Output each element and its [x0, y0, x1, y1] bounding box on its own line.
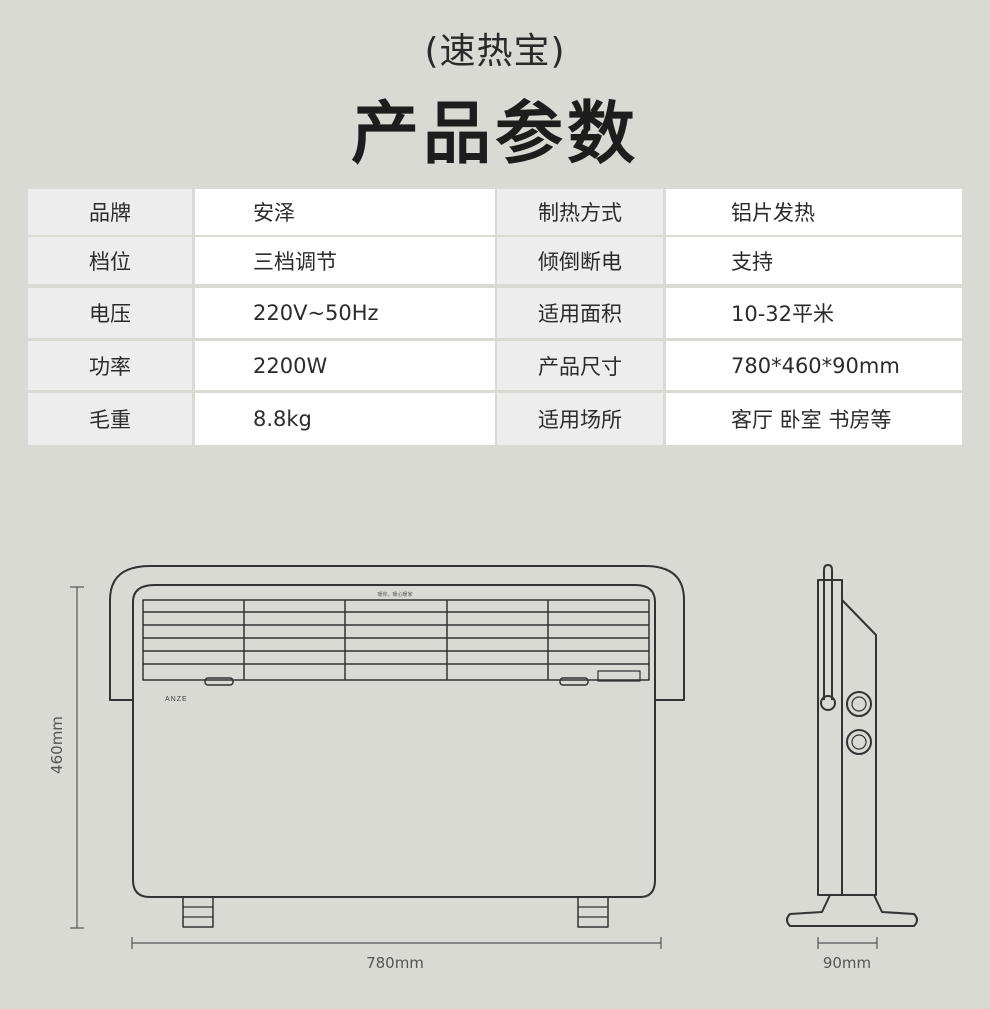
- spec-label: 适用场所: [497, 393, 663, 445]
- spec-label: 适用面积: [497, 288, 663, 338]
- spec-table: 品牌 安泽 制热方式 铝片发热 档位 三档调节 倾倒断电 支持 电压 220V~…: [28, 189, 962, 445]
- spec-value: 铝片发热: [666, 189, 962, 235]
- depth-label: 90mm: [823, 954, 871, 972]
- spec-value: 780*460*90mm: [666, 341, 962, 390]
- heater-body: [132, 620, 656, 898]
- heater-handle: [109, 565, 685, 701]
- spec-row: 毛重 8.8kg 适用场所 客厅 卧室 书房等: [28, 393, 962, 445]
- spec-label: 品牌: [28, 189, 192, 235]
- height-label: 460mm: [48, 716, 66, 774]
- spec-value: 安泽: [195, 189, 495, 235]
- spec-row: 档位 三档调节 倾倒断电 支持: [28, 237, 962, 284]
- control-knob-bottom: [846, 729, 872, 755]
- spec-label: 产品尺寸: [497, 341, 663, 390]
- spec-value: 10-32平米: [666, 288, 962, 338]
- width-label: 780mm: [366, 954, 424, 972]
- spec-label: 制热方式: [497, 189, 663, 235]
- panel-text: 暖你，暖心暖家: [377, 591, 412, 598]
- spec-row: 品牌 安泽 制热方式 铝片发热: [28, 189, 962, 235]
- page-title: 产品参数: [350, 95, 639, 174]
- spec-value: 三档调节: [195, 237, 495, 284]
- spec-value: 220V~50Hz: [195, 288, 495, 338]
- spec-label: 倾倒断电: [497, 237, 663, 284]
- product-subtitle: (速热宝): [424, 31, 566, 72]
- spec-value: 8.8kg: [195, 393, 495, 445]
- heater-grille: [142, 599, 650, 681]
- spec-value: 客厅 卧室 书房等: [666, 393, 962, 445]
- heater-foot-left: [182, 896, 214, 928]
- spec-label: 毛重: [28, 393, 192, 445]
- side-stand: [786, 894, 918, 927]
- brand-mark: ANZE: [165, 696, 188, 703]
- spec-label: 功率: [28, 341, 192, 390]
- control-knob-top: [846, 691, 872, 717]
- spec-label: 电压: [28, 288, 192, 338]
- side-handle: [823, 564, 833, 700]
- spec-row: 电压 220V~50Hz 适用面积 10-32平米: [28, 288, 962, 338]
- spec-value: 支持: [666, 237, 962, 284]
- heater-foot-right: [577, 896, 609, 928]
- side-body: [817, 579, 843, 896]
- spec-label: 档位: [28, 237, 192, 284]
- spec-row: 功率 2200W 产品尺寸 780*460*90mm: [28, 341, 962, 390]
- spec-value: 2200W: [195, 341, 495, 390]
